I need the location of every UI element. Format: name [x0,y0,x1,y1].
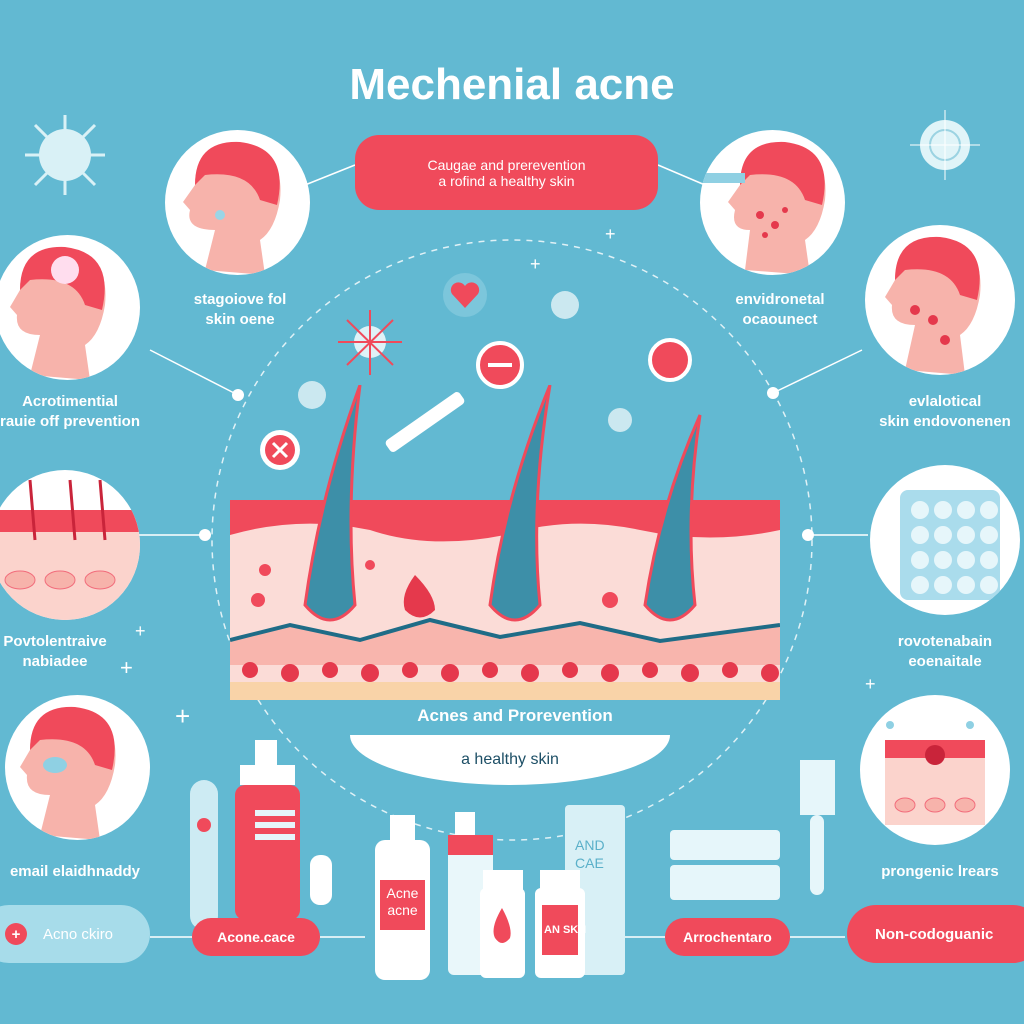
circle-skin-layers [0,470,140,620]
cotton-pads [670,865,780,900]
label-line: evlalotical [908,393,982,410]
label-line: email elaidhnaddy [9,863,141,880]
circle-face-spots [865,225,1015,375]
pill-arrochentaro[interactable]: Arrochentaro [665,918,790,956]
svg-text:+: + [865,674,876,694]
pill-acno-ckiro[interactable]: + Acno ckiro [0,905,150,963]
pill-non-codoguanic[interactable]: Non-codoguanic [847,905,1024,963]
heart-icon [450,282,480,308]
label-line: rauie off prevention [0,413,141,430]
dot-icon [648,338,692,382]
dashed-ring [211,239,813,841]
drop-icon [493,908,511,943]
target-icon [910,110,980,180]
jar-label: AN SKN [544,924,586,936]
syringe-icon [385,392,465,452]
arc-text: a healthy skin [461,751,559,768]
comb [800,760,835,815]
skin-cross-section [230,385,780,700]
label-line: rovotenabain [897,633,993,650]
tube-label-2: CAE [575,855,604,871]
hair-follicle [303,385,702,622]
svg-text:+: + [120,655,133,680]
circle-face-patch [5,695,150,840]
label-right-2: rovotenabain eoenaitale [870,632,1020,672]
label-line: stagoiove fol [193,291,287,308]
svg-text:+: + [530,254,541,274]
label-line: skin endovonenen [879,413,1011,430]
pill-label: Acone.cace [217,929,295,945]
label-line: Povtolentraive [3,633,107,650]
svg-text:+: + [175,701,190,731]
label-left-2: Povtolentraive nabiadee [0,632,120,672]
tube-label-1: AND [575,837,605,853]
label-left-1: Acrotimential rauie off prevention [0,392,150,432]
label-line: envidronetal [735,291,825,308]
banner-line-1: Caugae and prerevention [427,156,586,173]
label-top-right: envidronetal ocaounect [700,290,860,330]
label-right-3: prongenic lrears [860,862,1020,882]
label-left-3: email elaidhnaddy [0,862,160,882]
serum-vial [190,780,218,930]
pump-bottle [235,785,300,920]
circle-face-sweat [165,130,310,275]
center-caption: Acnes and Prorevention [417,706,613,725]
plus-icon: + [5,923,27,945]
products: AND CAE AN SKN [190,740,835,980]
label-line: eoenaitale [908,653,982,670]
circle-face-acne [700,130,845,275]
svg-text:+: + [605,224,616,244]
label-line: ocaounect [742,311,818,328]
circle-face-bacteria [0,235,140,380]
pill-label: Non-codoguanic [875,925,994,943]
label-line: skin oene [205,311,275,328]
svg-text:+: + [135,621,146,641]
subtitle-banner: Caugae and prerevention a rofind a healt… [355,135,658,210]
pill-label: Arrochentaro [683,929,772,945]
circle-pill-pack [870,465,1020,615]
floating-icons [260,273,692,470]
banner-line-2: a rofind a healthy skin [438,172,575,189]
virus-icon [25,115,105,195]
label-top-left: stagoiove fol skin oene [160,290,320,330]
circle-skin-detail [860,695,1010,845]
pill-acone-cace[interactable]: Acone.cace [192,918,320,956]
label-line: nabiadee [22,653,88,670]
bottle-label-line: acne [387,902,418,918]
pill-label: Acno ckiro [43,925,114,943]
label-right-1: evlalotical skin endovonenen [860,392,1024,432]
label-line: prongenic lrears [881,863,999,880]
page-title: Mechenial acne [349,60,675,109]
bottle-label-line: Acne [386,885,419,901]
label-line: Acrotimential [22,393,118,410]
